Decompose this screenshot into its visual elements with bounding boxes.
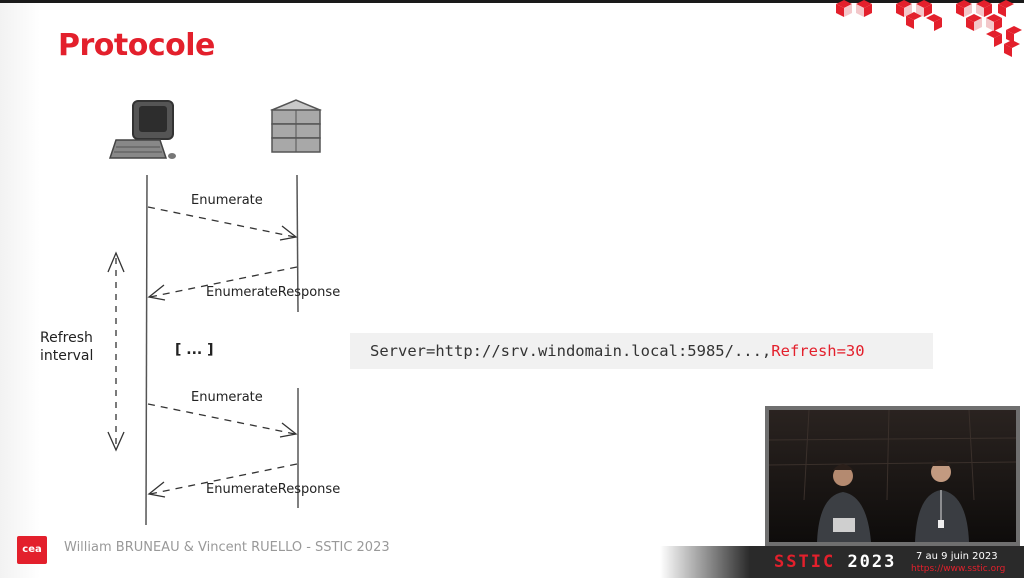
code-prefix: Server=http://srv.windomain.local:5985/.… <box>370 342 772 360</box>
server-lifeline-1 <box>296 174 299 313</box>
message-label-enumerate-1: Enumerate <box>191 193 263 208</box>
sequence-diagram <box>107 99 322 526</box>
message-label-response-2: EnumerateResponse <box>206 482 341 497</box>
refresh-interval-label: Refresh interval <box>40 330 94 364</box>
code-highlight: Refresh=30 <box>771 342 865 360</box>
banner-title: SSTIC 2023 <box>774 552 896 572</box>
code-snippet: Server=http://srv.windomain.local:5985/.… <box>350 333 933 369</box>
message-label-enumerate-2: Enumerate <box>191 390 263 405</box>
event-banner <box>660 546 1024 578</box>
slide-title: Protocole <box>58 28 215 63</box>
banner-title-red: SSTIC <box>774 552 836 572</box>
banner-url: https://www.sstic.org <box>911 564 1006 574</box>
message-label-response-1: EnumerateResponse <box>206 285 341 300</box>
ellipsis-label: [ ... ] <box>175 342 214 358</box>
computer-icon <box>108 100 176 159</box>
banner-date: 7 au 9 juin 2023 <box>916 551 998 562</box>
top-bar <box>0 0 1024 3</box>
client-lifeline <box>145 174 148 526</box>
banner-title-white: 2023 <box>847 552 897 572</box>
footer-authors: William BRUNEAU & Vincent RUELLO - SSTIC… <box>64 540 390 555</box>
speakers-image <box>769 410 1016 542</box>
server-icon <box>270 99 322 153</box>
cube-pattern-icon <box>836 0 1022 57</box>
cea-logo: cea <box>17 536 47 564</box>
speaker-video <box>765 406 1020 546</box>
